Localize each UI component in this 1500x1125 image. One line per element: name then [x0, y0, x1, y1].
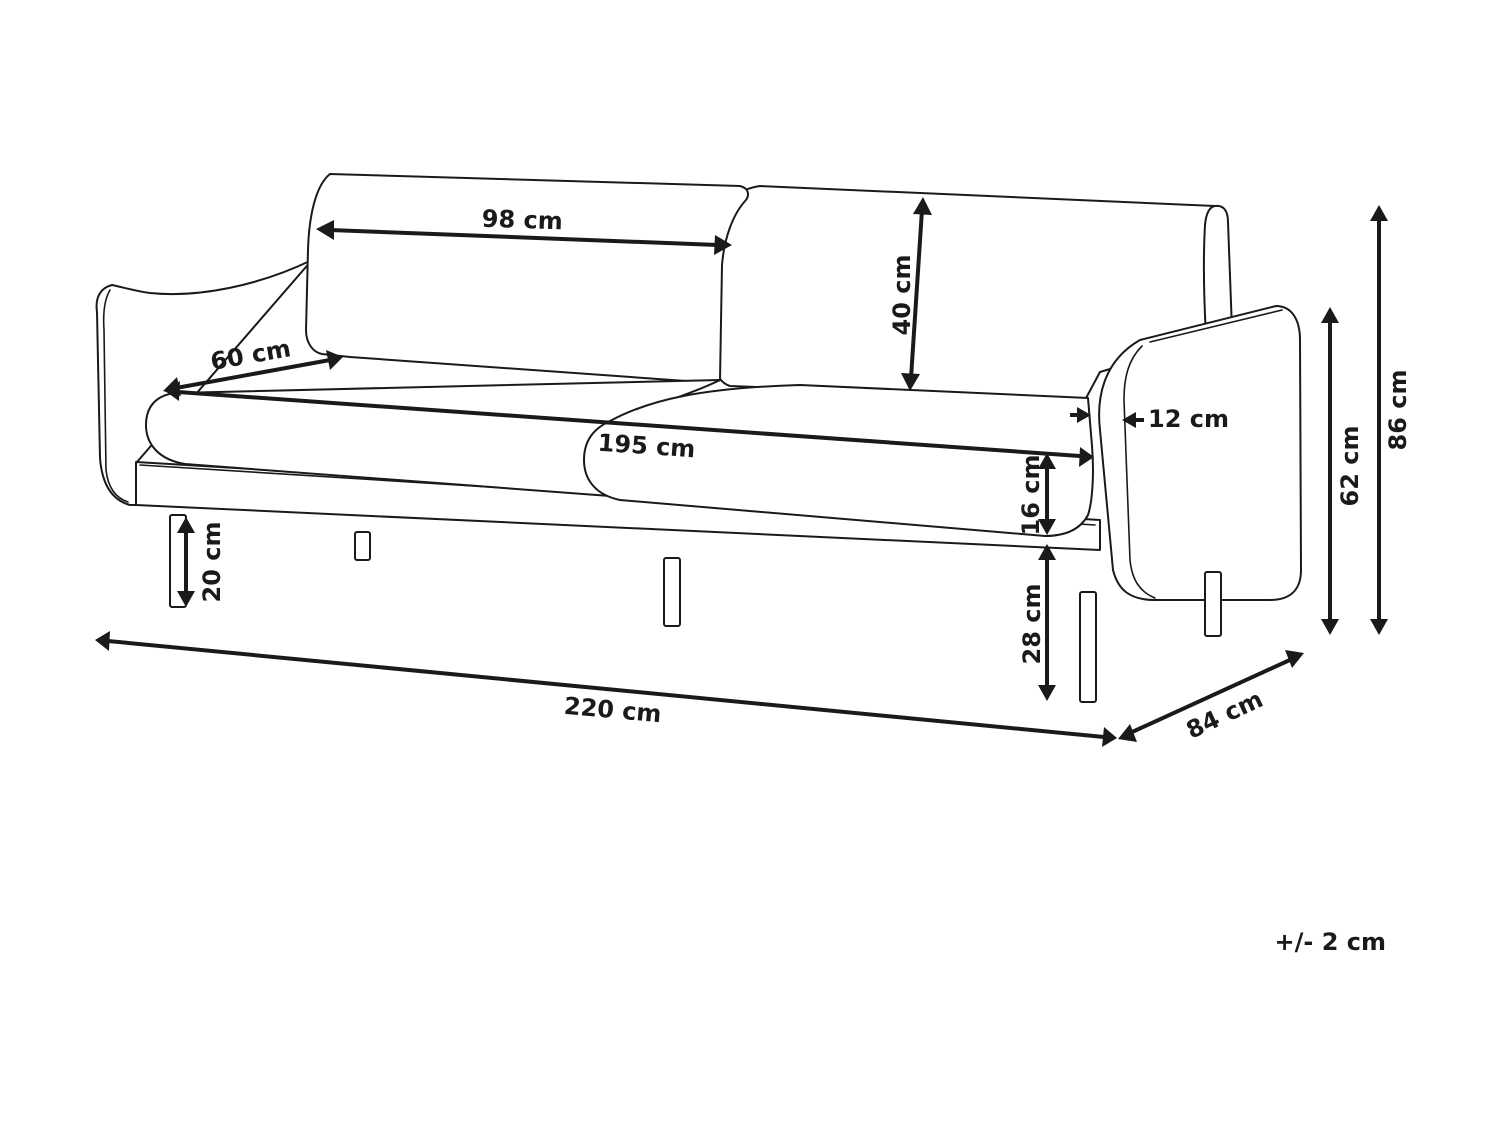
arrow-total-height [1370, 205, 1388, 635]
label-total-width: 220 cm [563, 692, 663, 728]
right-back-panel [1202, 204, 1233, 337]
arrow-seat-height [1038, 544, 1056, 701]
tolerance-note: +/- 2 cm [1275, 928, 1386, 956]
leg-back-left [354, 531, 371, 561]
leg-back-right [1204, 571, 1222, 637]
sofa-drawing [95, 173, 1302, 703]
right-armrest [1098, 305, 1302, 601]
arrow-armrest-width [1070, 407, 1144, 428]
arrow-backrest-width [316, 220, 732, 255]
right-armrest-edge [1123, 345, 1156, 599]
label-leg-height: 20 cm [198, 522, 226, 603]
label-cushion-thickness: 16 cm [1017, 455, 1045, 536]
label-total-height: 86 cm [1384, 370, 1412, 451]
label-seat-width: 195 cm [597, 429, 696, 464]
label-seat-height: 28 cm [1018, 584, 1046, 665]
arrow-total-width [95, 631, 1117, 747]
label-armrest-height: 62 cm [1336, 426, 1364, 507]
label-backrest-height: 40 cm [888, 255, 916, 336]
arrow-cushion-thickness [1038, 453, 1056, 535]
arrow-backrest-height [901, 197, 932, 391]
right-seat-cushion [583, 384, 1094, 537]
leg-front-right [1079, 591, 1097, 703]
left-armrest-edge [102, 289, 129, 503]
arrow-armrest-height [1321, 307, 1339, 635]
arrow-seat-width [165, 381, 1094, 467]
label-backrest-width: 98 cm [481, 205, 563, 236]
right-armrest-top [1149, 309, 1283, 343]
label-armrest-width: 12 cm [1148, 405, 1229, 433]
label-total-depth: 84 cm [1182, 685, 1267, 745]
arrow-leg-height [177, 517, 195, 607]
dimension-arrows [95, 197, 1388, 747]
arrow-total-depth [1118, 650, 1304, 742]
leg-middle [663, 557, 681, 627]
